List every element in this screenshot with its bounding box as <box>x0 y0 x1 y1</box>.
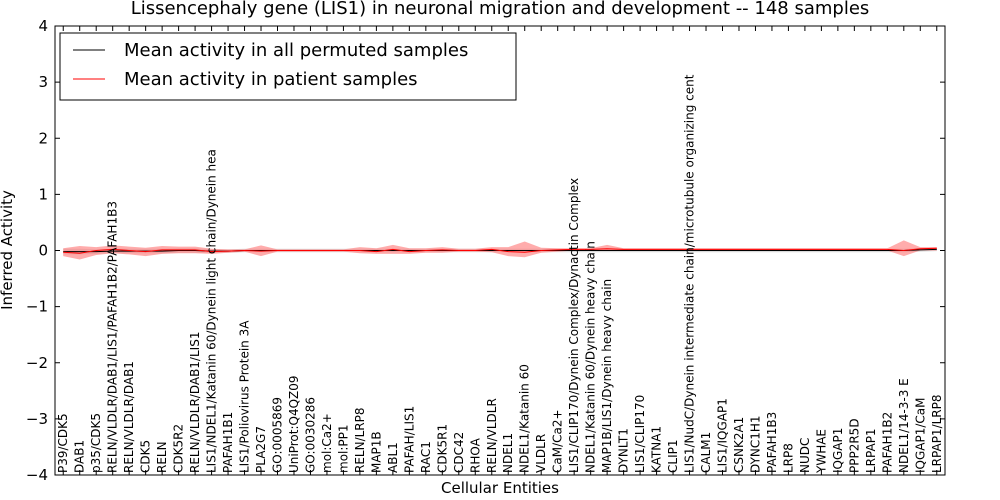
x-category-label: PAFAH1B2 <box>880 412 894 473</box>
x-category-label: DAB1 <box>73 440 87 473</box>
x-category-label: CSNK2A1 <box>732 417 746 473</box>
x-category-label: KATNA1 <box>650 426 664 473</box>
x-category-label: MAP1B/LIS1/Dynein heavy chain <box>600 279 614 473</box>
x-category-label: LRPAP1 <box>864 428 878 473</box>
x-category-label: NDEL1/14-3-3 E <box>897 378 911 473</box>
x-category-label: NUDC <box>798 438 812 473</box>
x-category-label: ABL1 <box>386 442 400 473</box>
x-category-label: RELN/VLDLR/DAB1 <box>122 361 136 473</box>
x-category-label: IQGAP1 <box>831 428 845 473</box>
x-category-label: CDK5R2 <box>172 424 186 473</box>
x-category-label: NDEL1 <box>501 433 515 473</box>
y-tick-label: −3 <box>26 410 48 428</box>
x-category-label: LIS1/NudC/Dynein intermediate chain/micr… <box>683 74 697 473</box>
x-category-label: CLIP1 <box>666 440 680 473</box>
y-tick-label: −4 <box>26 466 48 484</box>
x-category-label: RELN/VLDLR <box>485 398 499 473</box>
x-category-label: p35/CDK5 <box>89 413 103 473</box>
x-category-label: LIS1/NDEL1/Katanin 60/Dynein light chain… <box>205 149 219 473</box>
x-category-label: DYNLT1 <box>617 428 631 473</box>
y-tick-label: 4 <box>38 17 48 35</box>
y-tick-label: −1 <box>26 298 48 316</box>
series-line-patient <box>63 247 937 254</box>
x-category-label: YWHAE <box>814 429 828 474</box>
legend: Mean activity in all permuted samples Me… <box>59 32 517 101</box>
x-category-label: IQGAP1/CaM <box>913 398 927 474</box>
y-axis-label: Inferred Activity <box>0 190 16 310</box>
x-category-label: mol:PP1 <box>336 424 350 473</box>
x-category-label: NDEL1/Katanin 60/Dynein heavy chain <box>584 241 598 473</box>
x-category-label: UniProt:Q4QZ09 <box>287 375 301 473</box>
y-tick-label: 3 <box>38 73 48 91</box>
x-category-label: CALM1 <box>699 432 713 473</box>
legend-label-permuted: Mean activity in all permuted samples <box>124 40 468 61</box>
x-category-label: LRP8 <box>781 443 795 473</box>
y-tick-label: 1 <box>38 185 48 203</box>
x-category-label: GO:0005869 <box>271 397 285 473</box>
y-axis-ticks: −4 −3 −2 −1 0 1 2 3 4 <box>26 17 945 484</box>
x-category-label: NDEL1/Katanin 60 <box>518 364 532 473</box>
series-band-patient <box>63 240 937 260</box>
x-category-label: MAP1B <box>369 431 383 473</box>
x-category-label: RELN <box>155 441 169 473</box>
legend-label-patient: Mean activity in patient samples <box>124 69 418 90</box>
x-category-label: mol:Ca2+ <box>320 413 334 473</box>
x-category-label: P39/CDK5 <box>56 413 70 473</box>
x-axis-label: Cellular Entities <box>441 479 559 497</box>
x-category-label: GO:0030286 <box>304 397 318 473</box>
x-category-label: PAFAH1B1 <box>221 412 235 473</box>
x-category-label: PAFAH1B3 <box>765 412 779 473</box>
x-category-label: LIS1/IQGAP1 <box>716 398 730 473</box>
y-tick-label: 2 <box>38 129 48 147</box>
x-category-label: PPP2R5D <box>847 418 861 473</box>
legend-box <box>59 32 517 101</box>
x-category-label: DYNC1H1 <box>749 415 763 473</box>
x-category-label: RELN/VLDLR/DAB1/LIS1 <box>188 332 202 473</box>
x-category-label: PAFAH/LIS1 <box>402 406 416 473</box>
x-category-label: LIS1/CLIP170 <box>633 395 647 473</box>
x-category-label: CDC42 <box>452 432 466 473</box>
x-category-label: CDK5R1 <box>435 424 449 473</box>
y-tick-label: 0 <box>38 242 48 260</box>
x-category-label: CDK5 <box>139 440 153 473</box>
plot-area <box>63 240 937 260</box>
x-category-label: RHOA <box>468 437 482 473</box>
x-category-label: RAC1 <box>419 441 433 473</box>
x-category-label: LIS1/CLIP170/Dynein Complex/Dynactin Com… <box>567 178 581 473</box>
x-category-label: VLDLR <box>534 434 548 473</box>
chart-title: Lissencephaly gene (LIS1) in neuronal mi… <box>131 0 870 19</box>
x-category-label: LIS1/Poliovirus Protein 3A <box>238 320 252 473</box>
y-tick-label: −2 <box>26 354 48 372</box>
x-category-label: RELN/VLDLR/DAB1/LIS1/PAFAH1B2/PAFAH1B3 <box>106 201 120 473</box>
x-category-label: LRPAP1/LRP8 <box>930 394 944 473</box>
x-category-label: RELN/LRP8 <box>353 407 367 473</box>
x-category-label: PLA2G7 <box>254 426 268 473</box>
x-category-label: CaM/Ca2+ <box>551 409 565 473</box>
